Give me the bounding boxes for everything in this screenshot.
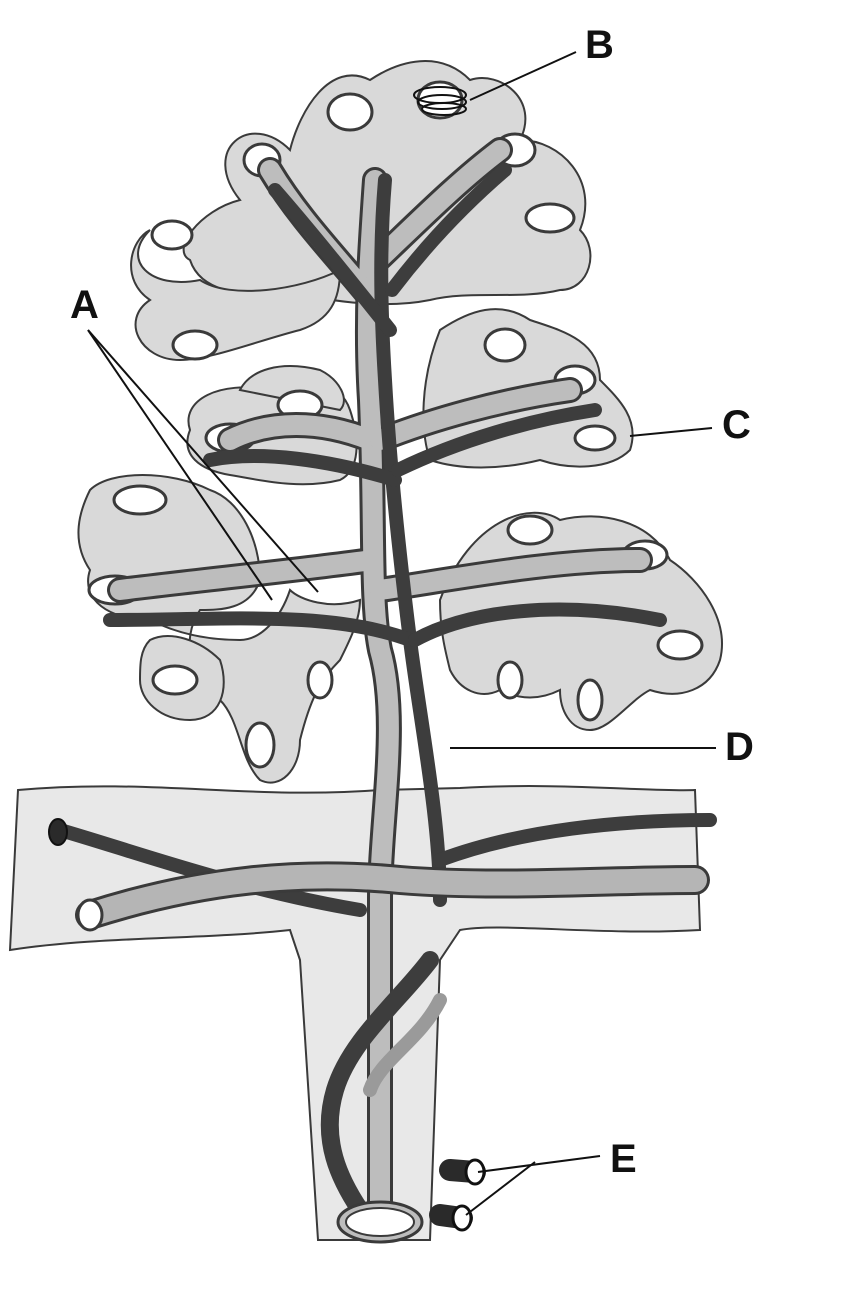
- leader-line-a2: [87, 329, 273, 601]
- leader-line-c: [629, 427, 713, 437]
- coiled-tubule-b: [413, 86, 467, 116]
- stalk-vessels: [320, 951, 447, 1219]
- leader-line-e1: [477, 1155, 601, 1173]
- connective-tissue-band: [8, 785, 702, 1241]
- main-duct-opening: [336, 1200, 424, 1244]
- label-e: E: [610, 1137, 637, 1181]
- horizontal-vessel-light: [75, 861, 710, 932]
- leader-line-b: [469, 51, 577, 101]
- leader-line-a1: [87, 329, 319, 593]
- label-a: A: [70, 283, 99, 327]
- label-c: C: [722, 403, 751, 447]
- leader-lines: [87, 51, 716, 1216]
- label-d: D: [725, 725, 754, 769]
- vessel-pair-e: [429, 1158, 486, 1232]
- label-b: B: [585, 23, 614, 67]
- leader-line-e2: [465, 1161, 536, 1216]
- blood-vessels-dark: [53, 163, 717, 917]
- horizontal-vessel-dark: [48, 818, 68, 846]
